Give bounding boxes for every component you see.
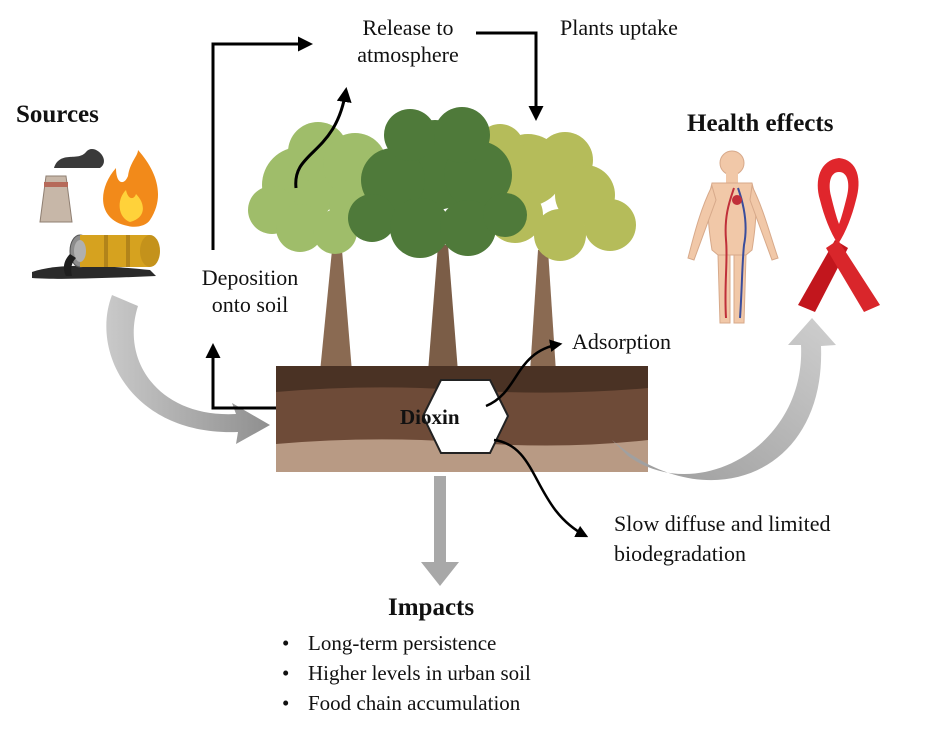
impacts-title: Impacts: [388, 594, 475, 621]
sources-title: Sources: [16, 101, 99, 128]
release-line-2: atmosphere: [357, 42, 459, 67]
impacts-item: Higher levels in urban soil: [282, 658, 531, 688]
slow-diffuse-label: Slow diffuse and limited biodegradation: [614, 509, 831, 569]
tree-canopy-olive: [476, 124, 636, 261]
health-effects-title: Health effects: [687, 110, 834, 137]
deposition-line-1: Deposition: [201, 265, 299, 290]
human-body-icon: [687, 150, 779, 324]
soil-to-impacts-flow-arrow: [421, 476, 459, 586]
release-line-1: Release to: [362, 15, 454, 40]
deposition-line-2: onto soil: [211, 292, 289, 317]
tree-canopy-dark: [348, 107, 527, 258]
dioxin-to-adsorption-arrow: [485, 339, 563, 408]
deposition-onto-soil-label: Deposition onto soil: [176, 264, 324, 318]
awareness-ribbon-icon: [798, 158, 880, 312]
diffuse-line-1: Slow diffuse and limited: [614, 511, 831, 536]
tree-trunk-middle: [428, 245, 458, 372]
deposition-up-arrow: [205, 343, 276, 410]
adsorption-label: Adsorption: [572, 329, 671, 354]
sources-to-soil-flow-arrow: [106, 295, 270, 444]
factory-icon: [39, 149, 105, 223]
fire-icon: [103, 150, 159, 227]
plants-uptake-label: Plants uptake: [560, 15, 678, 40]
tree-trunk-left: [320, 250, 352, 372]
dioxin-hexagon: [421, 379, 510, 454]
impacts-list: Long-term persistence Higher levels in u…: [282, 628, 531, 718]
release-to-atmosphere-label: Release to atmosphere: [333, 14, 483, 68]
dioxin-to-diffuse-arrow: [493, 438, 589, 538]
atmosphere-to-plants-arrow: [476, 31, 544, 121]
oil-barrel-icon: [32, 234, 160, 279]
dioxin-label: Dioxin: [400, 405, 460, 429]
soil-to-health-flow-arrow: [612, 318, 836, 481]
impacts-item: Long-term persistence: [282, 628, 531, 658]
deposition-to-atmosphere-arrow: [211, 36, 313, 250]
tree-to-atmosphere-arrow: [294, 87, 352, 189]
diffuse-line-2: biodegradation: [614, 541, 746, 566]
impacts-item: Food chain accumulation: [282, 688, 531, 718]
trees-illustration: [248, 107, 636, 372]
